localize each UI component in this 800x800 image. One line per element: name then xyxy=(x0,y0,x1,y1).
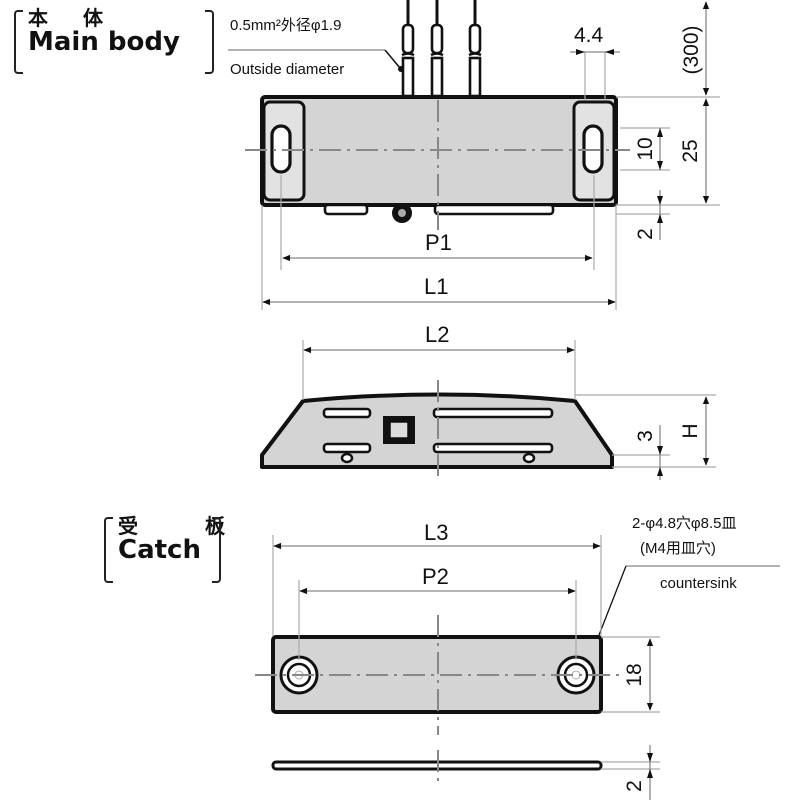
side-view xyxy=(260,380,614,480)
catch-hole-note: 2-φ4.8穴φ8.5皿 (M4用皿穴) countersink xyxy=(589,515,780,656)
dim-l3-label: L3 xyxy=(424,520,448,545)
wire-note-line1: 0.5mm²外径φ1.9 xyxy=(230,17,341,34)
dim-25-label: 25 xyxy=(679,139,702,162)
dim-p2-label: P2 xyxy=(422,564,449,589)
dim-300-label: (300) xyxy=(680,25,703,74)
dim-2-thickness-label: 2 xyxy=(623,780,646,792)
catch-top-view xyxy=(255,615,620,735)
dim-p1-label: P1 xyxy=(425,230,452,255)
dim-l2-label: L2 xyxy=(425,322,449,347)
hole-note-line1: 2-φ4.8穴φ8.5皿 xyxy=(632,515,737,532)
main-body-bracket-left xyxy=(14,10,23,74)
dim-l1-label: L1 xyxy=(424,274,448,299)
dim-18-label: 18 xyxy=(623,663,646,686)
main-body-title-en: Main body xyxy=(28,27,180,57)
catch-dimensions: L3 P2 18 2 xyxy=(272,520,660,800)
catch-title: 受 板 Catch xyxy=(118,516,255,564)
main-body-title-jp: 本 体 xyxy=(28,6,117,30)
side-view-dimensions: L2 H 3 xyxy=(302,322,716,480)
catch-title-en: Catch xyxy=(118,535,201,565)
catch-title-jp: 受 板 xyxy=(118,514,255,538)
lead-wires xyxy=(401,0,482,98)
dim-3-label: 3 xyxy=(634,430,657,442)
hole-note-line2: (M4用皿穴) xyxy=(640,540,716,557)
dim-2-foot-label: 2 xyxy=(634,228,657,240)
main-body-bracket-right xyxy=(205,10,214,74)
hole-note-line3: countersink xyxy=(660,575,737,592)
dim-h-label: H xyxy=(679,423,702,438)
main-body-top-view xyxy=(245,95,630,230)
catch-side-view xyxy=(271,750,603,782)
wire-note: 0.5mm²外径φ1.9 Outside diameter xyxy=(228,17,404,78)
main-body-title: 本 体 Main body xyxy=(28,8,180,56)
wire-note-line2: Outside diameter xyxy=(230,61,344,78)
dim-10-label: 10 xyxy=(634,137,657,160)
dim-4-4-label: 4.4 xyxy=(574,24,604,47)
main-body-dimensions: P1 L1 4.4 (300) 25 10 2 xyxy=(261,1,720,310)
catch-bracket-left xyxy=(104,517,113,583)
catch-bracket-right xyxy=(212,517,221,583)
